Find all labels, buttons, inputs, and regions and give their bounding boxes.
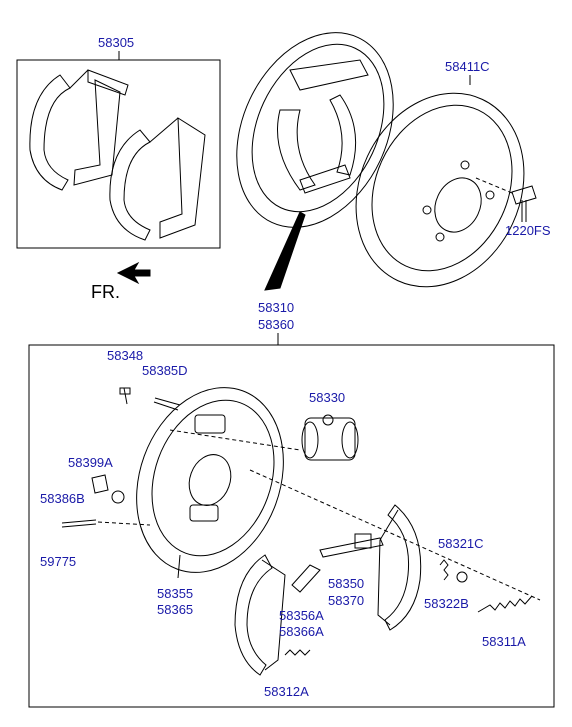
label-plate-b: 58365 <box>157 602 194 617</box>
direction-label: FR. <box>91 282 120 302</box>
nut-58399a <box>91 474 109 494</box>
brake-shoe-upper-right <box>109 117 206 241</box>
wheel-cylinder <box>301 414 359 461</box>
drum-bolt <box>475 177 537 222</box>
label-bolt-d: 58385D <box>142 363 188 378</box>
label-assembly-b: 58360 <box>258 317 295 332</box>
assembly-box <box>28 344 555 708</box>
bolt-58385d <box>153 397 181 411</box>
cap-58386b <box>111 490 125 504</box>
pin-59775 <box>61 519 151 528</box>
brake-shoe-lower-right <box>377 504 422 631</box>
label-plate-a: 58355 <box>157 586 194 601</box>
brake-shoe-lower-left <box>234 554 286 676</box>
label-spring-lower: 58312A <box>264 684 309 699</box>
label-drum: 58411C <box>445 59 490 74</box>
label-nut: 58399A <box>68 455 113 470</box>
label-lever-a: 58356A <box>279 608 324 623</box>
label-spring-b: 58322B <box>424 596 469 611</box>
spring-58312a <box>284 649 311 656</box>
lever <box>291 564 321 593</box>
label-cap: 58386B <box>40 491 85 506</box>
label-shoe-set-upper: 58305 <box>98 35 135 50</box>
brake-assembly-top <box>236 32 394 228</box>
backing-plate <box>136 387 284 579</box>
label-assembly-a: 58310 <box>258 300 295 315</box>
retainer-58321c <box>456 571 468 583</box>
bolt-58348 <box>119 387 131 405</box>
label-cylinder: 58330 <box>309 390 346 405</box>
label-retainer: 58321C <box>438 536 484 551</box>
adjuster <box>319 533 384 558</box>
label-adjuster-b: 58370 <box>328 593 365 608</box>
label-pin: 59775 <box>40 554 77 569</box>
label-spring-upper: 58311A <box>482 634 526 649</box>
label-drum-bolt: 1220FS <box>505 223 551 238</box>
brake-shoe-upper-left <box>29 69 129 191</box>
label-bolt: 58348 <box>107 348 144 363</box>
label-adjuster-a: 58350 <box>328 576 365 591</box>
spring-58322b <box>439 559 449 581</box>
label-lever-b: 58366A <box>279 624 324 639</box>
spring-58311a <box>477 595 533 613</box>
brake-drum <box>355 75 525 288</box>
